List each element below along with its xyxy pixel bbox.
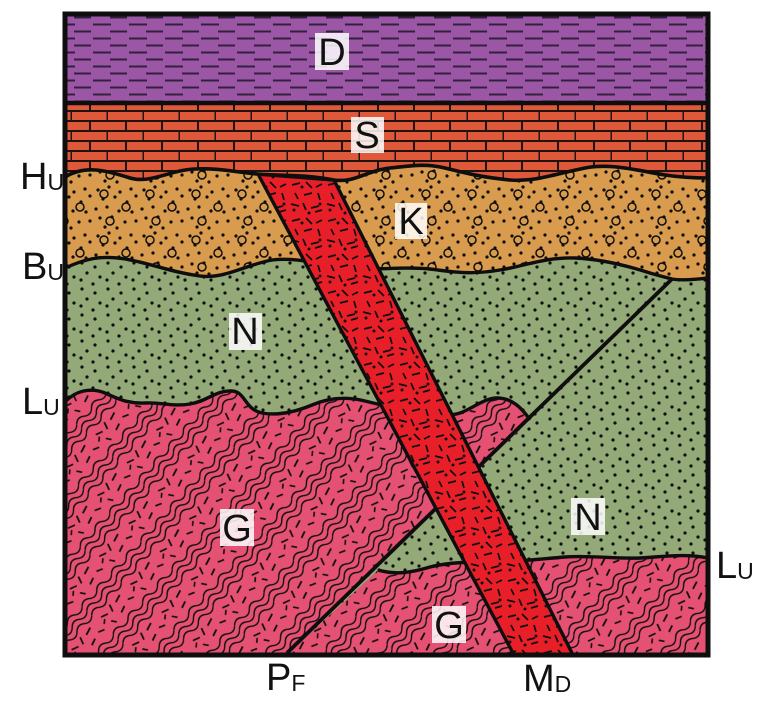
unit-letter-s: S — [354, 115, 379, 157]
unit-letter-g-east: G — [434, 605, 464, 647]
unit-letter-n-west: N — [231, 311, 258, 353]
marker-lu-left: LU — [22, 381, 60, 423]
label-unit-k: K — [395, 201, 427, 243]
marker-lu-right: LU — [716, 545, 754, 587]
contact-bu — [64, 255, 709, 282]
unit-k-region — [65, 165, 708, 280]
marker-bu: BU — [22, 246, 64, 288]
contact-lu-east — [377, 553, 709, 575]
rock-units — [62, 11, 711, 658]
marker-pf: PF — [266, 657, 305, 699]
unit-letter-n-east: N — [574, 497, 601, 539]
unit-s-region — [65, 103, 708, 181]
unit-letter-g-west: G — [222, 508, 252, 550]
unit-letter-k: K — [398, 201, 423, 243]
label-unit-d: D — [315, 32, 349, 74]
marker-hu: HU — [20, 156, 64, 198]
label-unit-g-east: G — [432, 605, 466, 647]
unit-letter-d: D — [318, 32, 345, 74]
contact-lu-west — [63, 388, 532, 421]
unit-d-region — [65, 16, 708, 103]
label-unit-s: S — [351, 115, 384, 157]
label-unit-g-west: G — [220, 508, 254, 550]
unit-labels: D S K N N G G — [220, 32, 605, 647]
label-unit-n-east: N — [571, 497, 605, 539]
marker-labels: HU BU LU LU PF MD — [20, 156, 754, 700]
contact-hu — [64, 163, 709, 183]
label-unit-n-west: N — [229, 311, 262, 353]
marker-md: MD — [523, 658, 571, 700]
diagram-border — [62, 11, 711, 658]
